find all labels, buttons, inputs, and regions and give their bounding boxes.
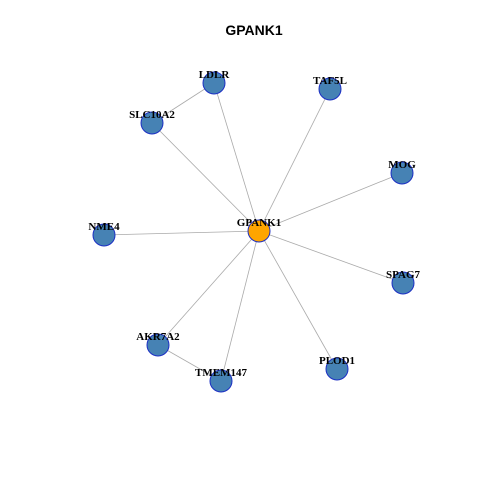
node-circle-akr7a2 <box>146 333 170 357</box>
node-label-gpank1: GPANK1 <box>237 217 281 229</box>
node-label-mog: MOG <box>388 159 416 171</box>
node-circle-mog <box>390 161 414 185</box>
node-akr7a2: AKR7A2 <box>136 331 180 357</box>
edge-gpank1-nme4 <box>103 230 260 236</box>
edge-akr7a2-tmem147 <box>157 344 222 382</box>
node-gpank1: GPANK1 <box>237 217 281 243</box>
node-circle-spag7 <box>391 271 415 295</box>
node-slc10a2: SLC10A2 <box>129 109 175 135</box>
node-circle-tmem147 <box>209 369 233 393</box>
node-circle-gpank1 <box>247 219 271 243</box>
node-label-nme4: NME4 <box>88 221 120 233</box>
edge-gpank1-akr7a2 <box>157 230 260 346</box>
node-circle-nme4 <box>92 223 116 247</box>
node-label-spag7: SPAG7 <box>386 269 421 281</box>
node-circle-ldlr <box>202 71 226 95</box>
node-spag7: SPAG7 <box>386 269 421 295</box>
edge-gpank1-plod1 <box>258 230 338 370</box>
graph-title: GPANK1 <box>225 22 283 38</box>
edge-ldlr-slc10a2 <box>151 82 215 124</box>
node-label-tmem147: TMEM147 <box>195 367 247 379</box>
edges-layer <box>103 82 404 382</box>
node-label-plod1: PLOD1 <box>319 355 355 367</box>
node-taf5l: TAF5L <box>313 75 347 101</box>
node-label-ldlr: LDLR <box>199 69 231 81</box>
edge-gpank1-spag7 <box>258 230 404 284</box>
node-label-taf5l: TAF5L <box>313 75 347 87</box>
edge-gpank1-taf5l <box>258 88 331 232</box>
node-plod1: PLOD1 <box>319 355 355 381</box>
edge-gpank1-tmem147 <box>220 230 260 382</box>
node-label-akr7a2: AKR7A2 <box>136 331 180 343</box>
edge-gpank1-slc10a2 <box>151 122 260 232</box>
node-ldlr: LDLR <box>199 69 231 95</box>
node-nme4: NME4 <box>88 221 120 247</box>
node-circle-taf5l <box>318 77 342 101</box>
node-tmem147: TMEM147 <box>195 367 247 393</box>
edge-gpank1-mog <box>258 172 403 232</box>
node-mog: MOG <box>388 159 416 185</box>
node-circle-slc10a2 <box>140 111 164 135</box>
node-circle-plod1 <box>325 357 349 381</box>
edge-gpank1-ldlr <box>213 82 260 232</box>
node-label-slc10a2: SLC10A2 <box>129 109 175 121</box>
